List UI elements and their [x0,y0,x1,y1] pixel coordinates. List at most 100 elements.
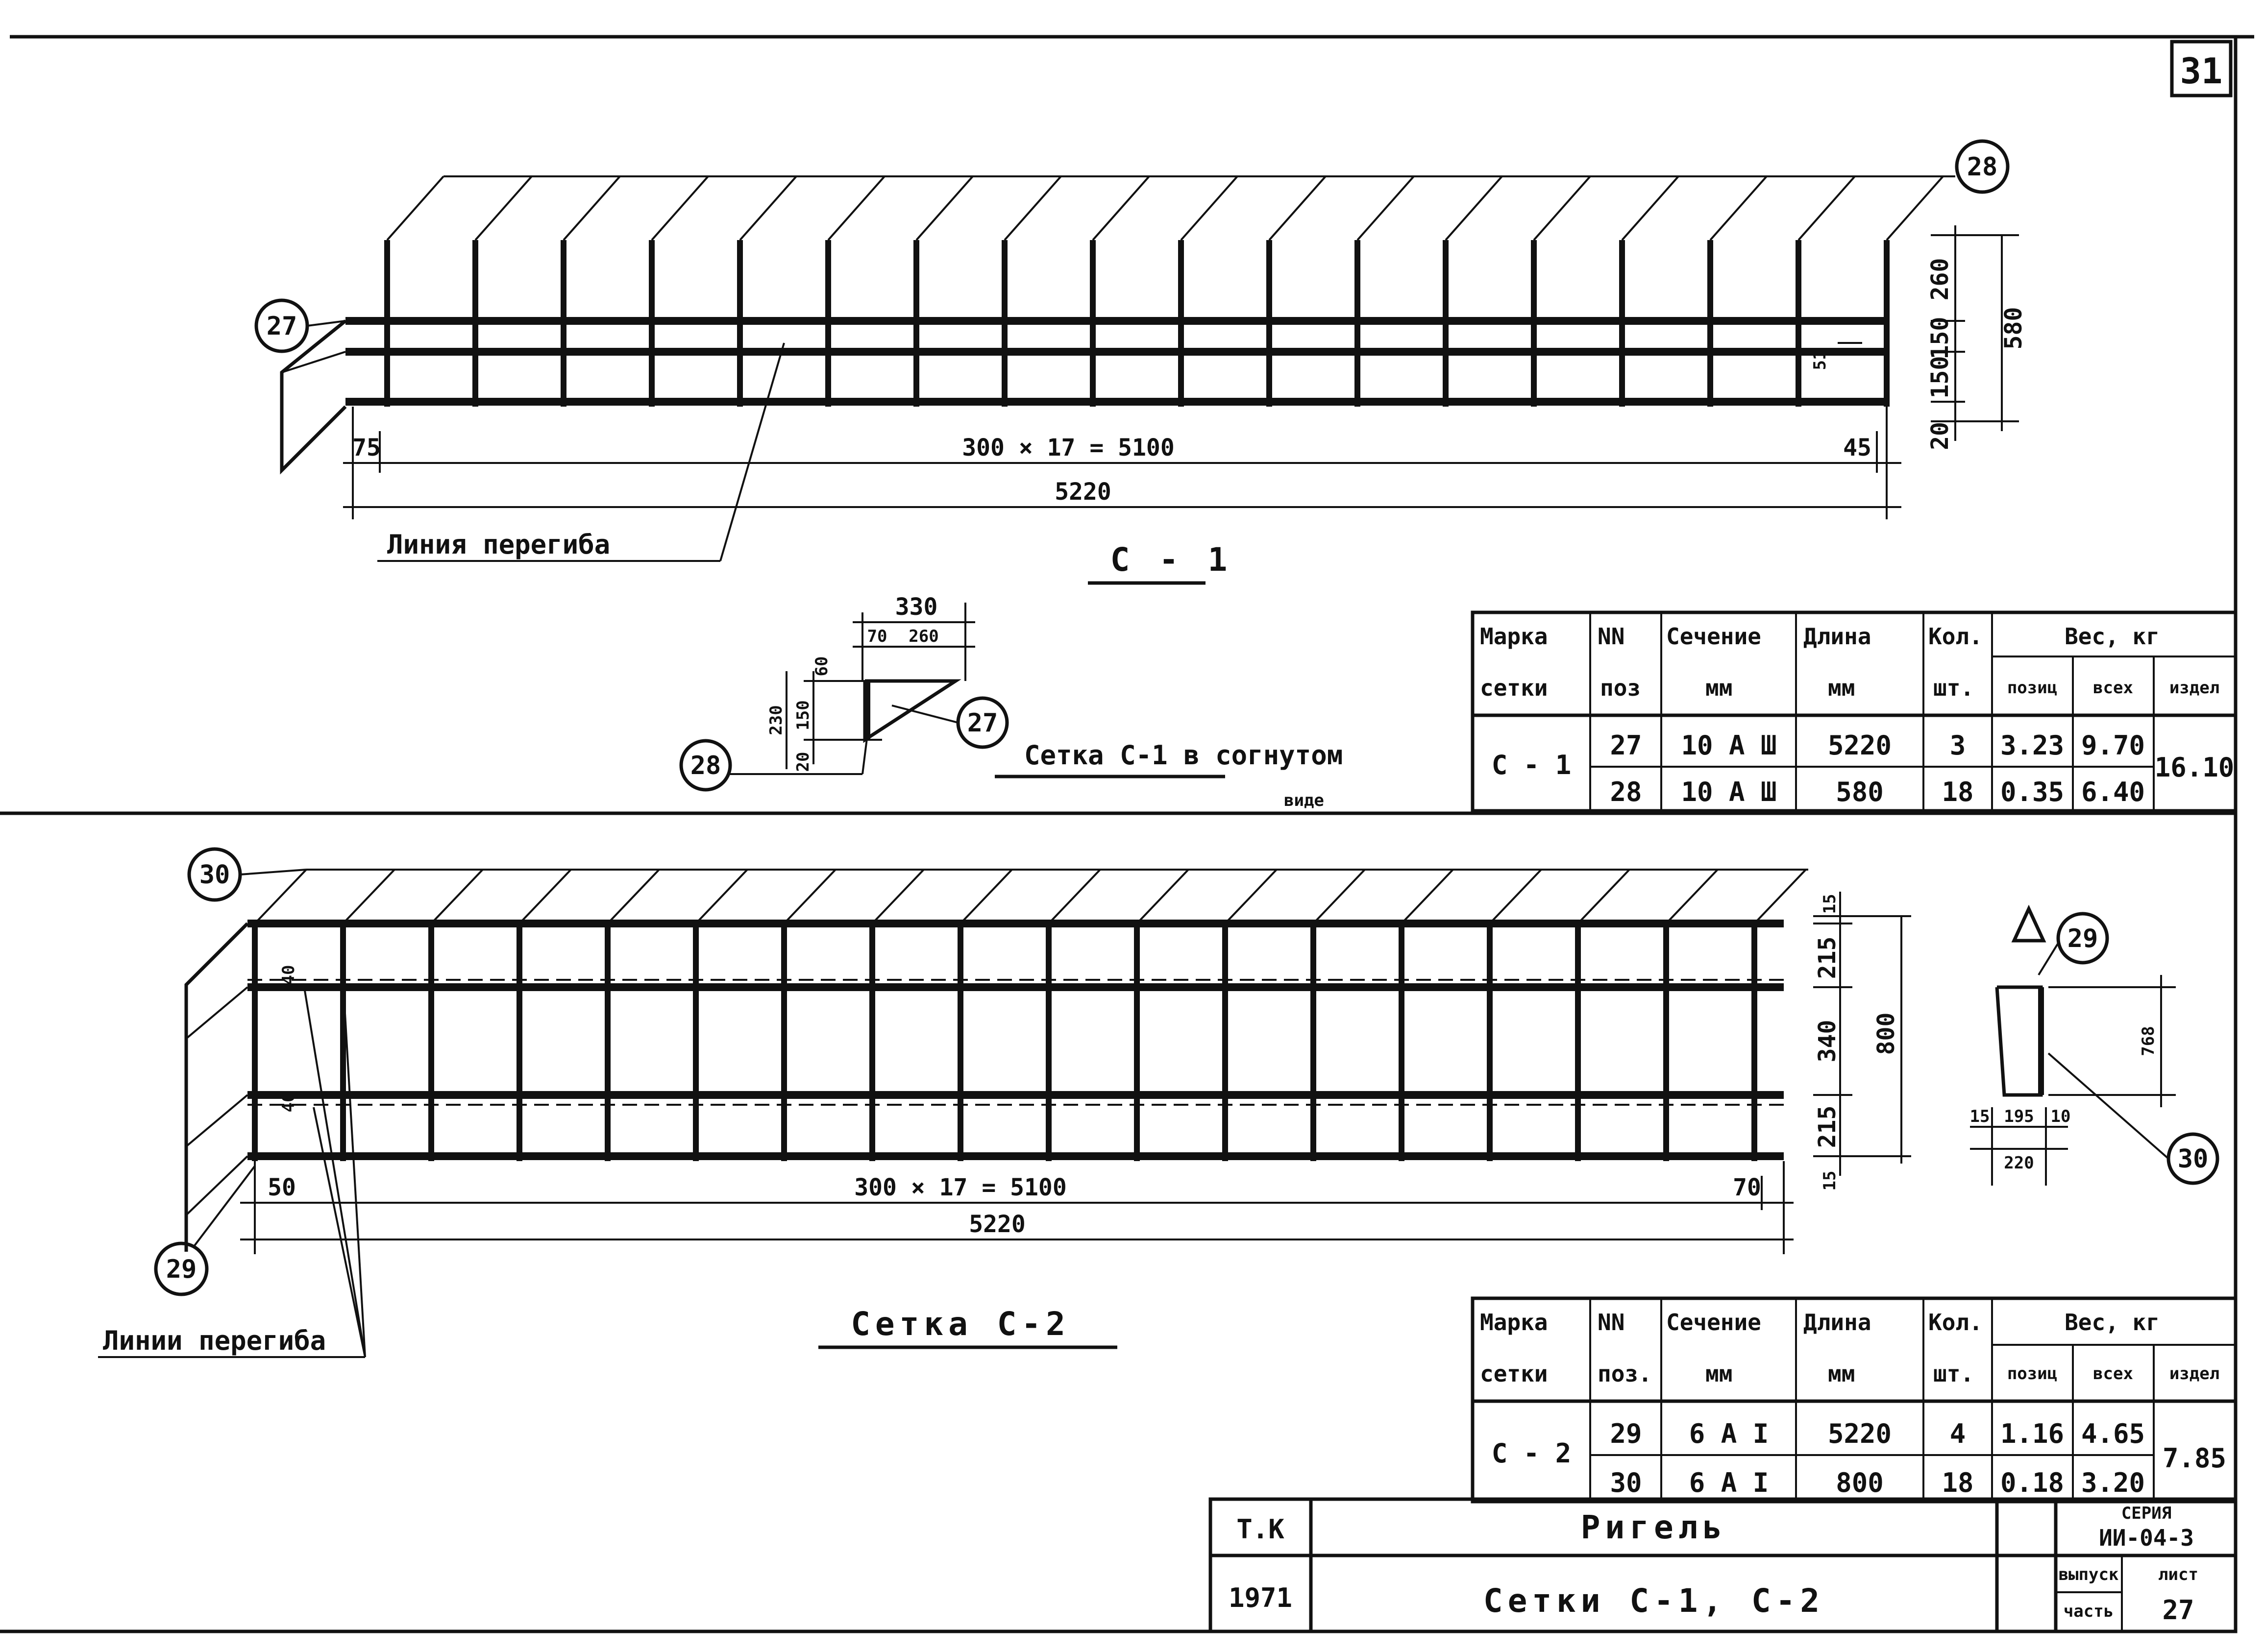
mesh1-bar-tail-6 [827,175,886,241]
mesh1-bar-tail-1 [386,175,444,241]
t1-h-sec-2: мм [1705,675,1732,701]
mesh1-dim-260: 260 [1926,258,1954,301]
mesh2-bar-tail-16 [1577,869,1630,924]
stamp-subject: Сетки С-1, С-2 [1483,1582,1824,1620]
t1-r1-wpos: 3.23 [2000,730,2064,761]
t2-total: 7.85 [2163,1443,2226,1474]
t2-r2-wall: 3.20 [2081,1467,2145,1498]
stamp-sheet-label: лист [2158,1565,2198,1584]
t1-mark: С - 1 [1492,750,1572,780]
t2-h-sec-1: Сечение [1666,1309,1761,1336]
t1-r2-wall: 6.40 [2081,777,2145,807]
mesh1-bar-tail-18 [1886,175,1944,241]
t1-r1-qty: 3 [1950,730,1966,761]
bent1-dim-70: 70 [867,627,887,646]
stamp-year: 1971 [1229,1582,1292,1613]
mesh2-dim-span: 300 × 17 = 5100 [854,1174,1066,1201]
t2-h-len-2: мм [1828,1360,1855,1387]
t2-h-pos-2: поз. [1598,1360,1652,1387]
mesh1-dim-20: 20 [1926,422,1954,450]
t1-r2-len: 580 [1836,777,1884,807]
mesh2-bar-tail-17 [1665,869,1719,924]
t1-h-sec-1: Сечение [1666,623,1761,650]
mesh1-bar-tail-5 [739,175,797,241]
mesh1-dim-580: 580 [2000,307,2027,350]
mesh1-bar-tail-15 [1621,175,1679,241]
t2-h-weight: Вес, кг [2065,1309,2160,1336]
title-block: Т.К 1971 Ригель Сетки С-1, С-2 СЕРИЯ ИИ-… [1208,1497,2238,1633]
mesh1-bar-tail-12 [1356,175,1415,241]
mesh1-dim-right: 45 [1843,434,1871,462]
mesh2-bar-tail-7 [783,869,837,924]
mesh2-bar-tail-8 [871,869,925,924]
t1-r1-sec: 10 А Ш [1681,730,1776,761]
stamp-org: Т.К [1236,1514,1284,1545]
mesh2-dim-left: 50 [268,1174,296,1201]
bent1-dim-150: 150 [793,700,813,730]
bent1-tag-27: 27 [967,708,998,738]
bent2-dim-10: 10 [2051,1107,2071,1126]
t1-h-w-item: издел [2169,678,2219,698]
mesh1-bar-tail-14 [1533,175,1591,241]
t1-h-len-2: мм [1828,675,1855,701]
mesh2-bar-tail-15 [1489,869,1542,924]
mesh1-dim-150a: 150 [1926,317,1954,360]
t2-h-qty-1: Кол. [1928,1309,1983,1336]
sheet-number: 31 [2180,50,2223,92]
t1-r2-qty: 18 [1942,777,1973,807]
mesh2-bar-tail-11 [1136,869,1189,924]
mesh1-bar-tail-3 [563,175,621,241]
t2-h-len-1: Длина [1803,1309,1871,1336]
mesh2-bar-tail-5 [607,869,660,924]
mesh2-tag-29: 29 [166,1255,197,1284]
stamp-issue-label: выпуск [2059,1565,2119,1584]
t2-mark: С - 2 [1492,1438,1572,1469]
t2-r2-len: 800 [1836,1467,1884,1498]
mesh2-tag-30: 30 [199,860,230,890]
mesh2-title: Сетка С-2 [851,1305,1070,1343]
t1-h-len-1: Длина [1803,623,1871,650]
bent1-dim-20: 20 [793,752,813,772]
mesh1-bar-tail-9 [1092,175,1150,241]
mesh1-tag-28: 28 [1967,152,1998,182]
mesh1-dim-total: 5220 [1055,478,1111,506]
mesh1-bar-tail-16 [1709,175,1768,241]
table2: Марка сетки NN поз. Сечение мм Длина мм … [1471,1296,2238,1504]
stamp-series-label: СЕРИЯ [2121,1504,2171,1523]
bent1-dim-230: 230 [766,705,786,735]
mesh2-bar-tail-10 [1048,869,1101,924]
t1-h-qty-1: Кол. [1928,623,1983,650]
t1-r2-wpos: 0.35 [2000,777,2064,807]
bent1-dim-60: 60 [812,656,832,677]
mesh1-bend-label: Линия перегиба [387,529,610,560]
t2-r2-sec: 6 А I [1689,1467,1769,1498]
mesh1-tag-27: 27 [267,312,297,341]
mesh2-bar-tail-3 [430,869,484,924]
t2-r1-qty: 4 [1950,1418,1966,1449]
mesh1-bar-tail-4 [651,175,709,241]
t1-r1-pos: 27 [1610,730,1642,761]
mesh1-dim-span: 300 × 17 = 5100 [962,434,1174,462]
bent2-tag-30: 30 [2178,1144,2209,1174]
t2-r1-len: 5220 [1828,1418,1892,1449]
bent2-dim-195: 195 [2004,1107,2034,1126]
mesh2-dim-15b: 15 [1820,1171,1840,1191]
t1-h-qty-2: шт. [1933,675,1974,701]
mesh2-dim-800: 800 [1872,1013,1900,1055]
t1-h-mark-1: Марка [1480,623,1548,650]
mesh1-cross-bars [384,175,1944,407]
mesh1-bar-tail-7 [915,175,974,241]
mesh2-bar-tail-18 [1753,869,1807,924]
t2-r1-wpos: 1.16 [2000,1418,2064,1449]
t2-h-w-pos: позиц [2007,1364,2057,1384]
t2-h-qty-2: шт. [1933,1360,1974,1387]
mesh1-bar-tail-11 [1268,175,1327,241]
bent1-dim-260: 260 [909,627,938,646]
t2-h-pos-1: NN [1598,1309,1624,1336]
mesh1-bar-tail-2 [474,175,533,241]
mesh1-bar-tail-13 [1445,175,1503,241]
t2-h-sec-2: мм [1705,1360,1732,1387]
bent2-dim-768: 768 [2139,1026,2158,1056]
table1: Марка сетки NN поз Сечение мм Длина мм К… [1471,610,2238,813]
